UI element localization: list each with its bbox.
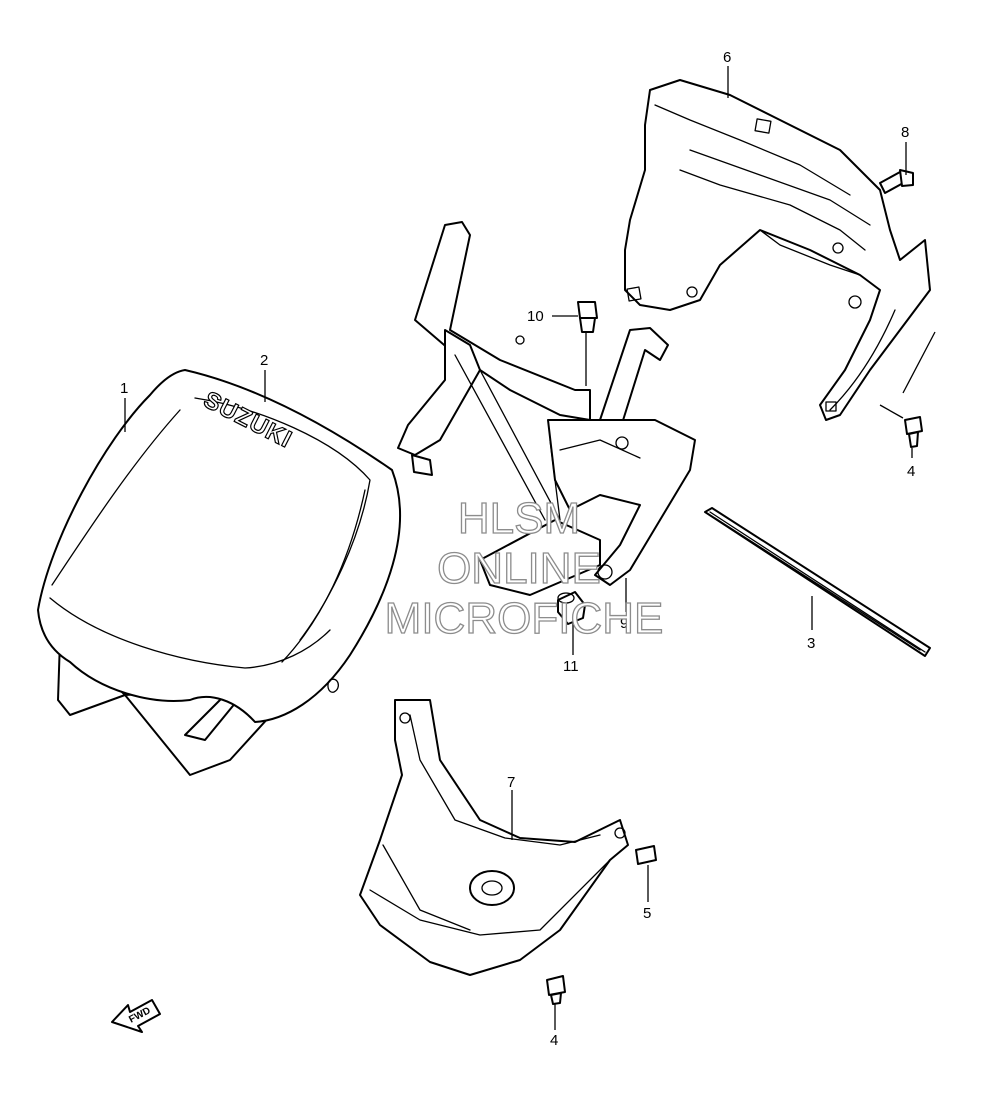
mounting-bracket-part-9 [397,221,696,596]
callout-10: 10 [527,308,544,325]
callout-2: 2 [260,352,268,369]
clip-part-4-lower [546,975,566,1005]
callout-7: 7 [507,774,515,791]
fwd-direction-arrow: FWD [111,999,161,1033]
screw-part-8 [879,169,914,194]
callout-4-lower: 4 [550,1032,558,1049]
upper-housing-part-6 [624,79,931,421]
watermark-line-2: ONLINE [437,544,601,593]
clip-part-5 [635,845,657,865]
clip-part-4-upper [904,416,923,448]
leader-lines [124,66,936,1030]
callout-4-upper: 4 [907,463,915,480]
callout-5: 5 [643,905,651,922]
seal-strip-part-3 [704,507,931,657]
lower-cover-part-7 [359,699,629,976]
callout-8: 8 [901,124,909,141]
callout-3: 3 [807,635,815,652]
callout-1: 1 [120,380,128,397]
watermark-line-3: MICROFICHE [385,594,664,643]
callout-numbers: 1 2 3 4 4 5 6 7 8 9 10 11 [120,49,915,1049]
collar-part-11 [557,591,586,625]
callout-6: 6 [723,49,731,66]
bolt-part-10 [577,301,598,333]
front-cowl-part-1 [37,369,402,776]
callout-11: 11 [563,658,579,675]
watermark-line-1: HLSM [458,494,580,543]
callout-9: 9 [620,615,628,632]
watermark: HLSM ONLINE MICROFICHE [384,493,664,643]
